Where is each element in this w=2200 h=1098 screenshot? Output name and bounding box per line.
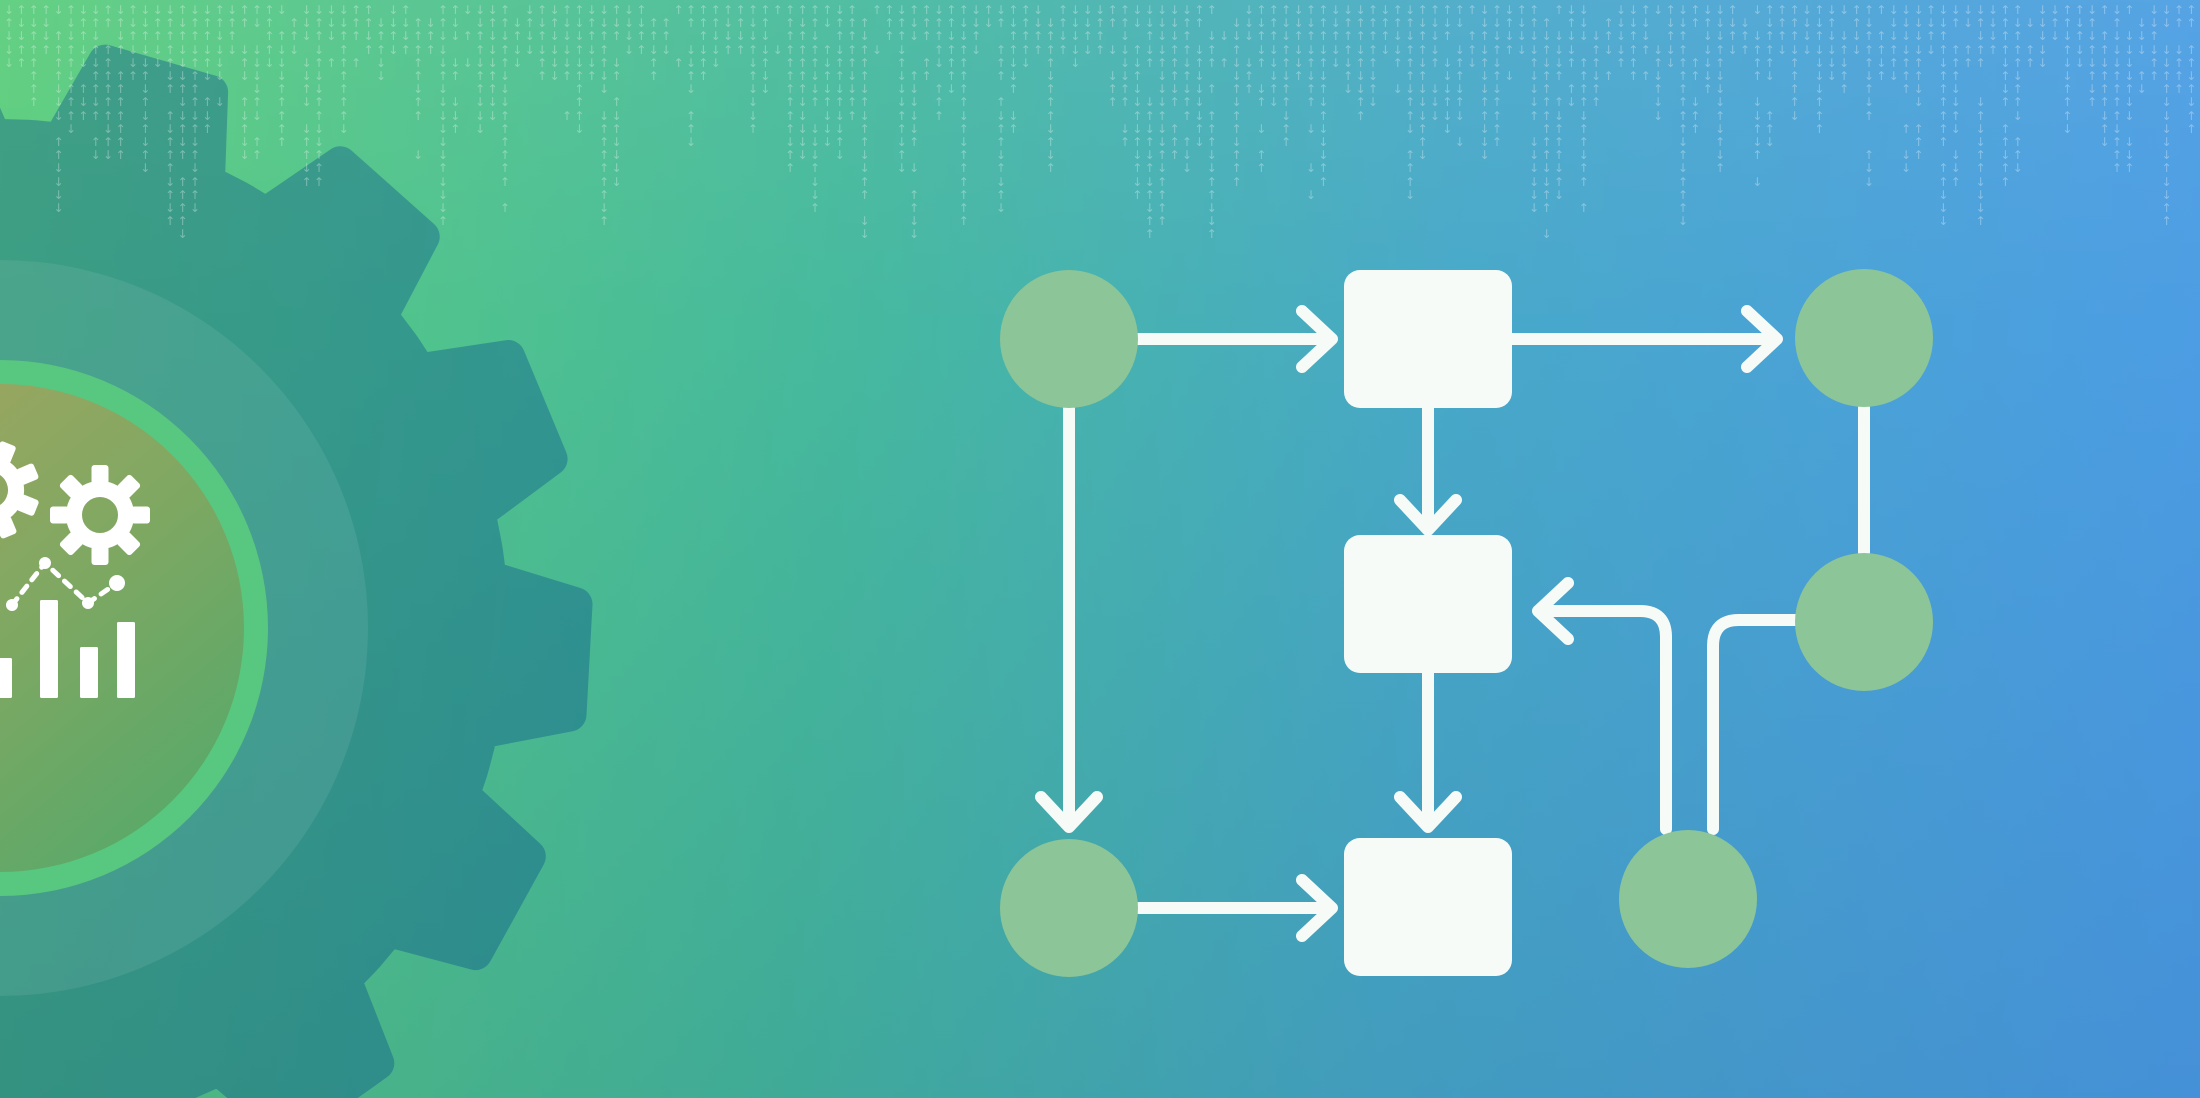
process-middle-node: [1344, 535, 1512, 673]
gear-tooth: [50, 506, 69, 524]
gear-tooth: [59, 474, 83, 498]
gear-tooth: [117, 532, 141, 556]
circle-mid-right-node: [1795, 553, 1933, 691]
gear-tooth: [0, 441, 16, 464]
gear-tooth: [117, 474, 141, 498]
gear-tooth: [91, 546, 109, 565]
start-circle-node: [1000, 270, 1138, 408]
circle-bottom-left-node: [1000, 839, 1138, 977]
gear-tooth: [59, 532, 83, 556]
trend-dot: [39, 557, 51, 569]
circle-top-right-node: [1795, 269, 1933, 407]
gear-ring: [0, 456, 24, 524]
gear-ring: [66, 481, 134, 549]
arrowhead-icon: [1394, 494, 1462, 536]
bar-chart-icon-bar: [80, 647, 98, 698]
flowchart-diagram: [1000, 269, 1933, 977]
connector-circle-mid-right-to-circle-bottom-right: [1707, 614, 1802, 835]
gear-emblem: [0, 44, 593, 1098]
connector-circle-bottom-right-to-process-middle: [1540, 605, 1672, 835]
arrowhead-icon: [1532, 577, 1574, 645]
arrowhead-icon: [1296, 874, 1338, 942]
bar-chart-icon-bar: [117, 622, 135, 698]
gear-tooth: [16, 463, 39, 485]
arrowhead-icon: [1035, 791, 1103, 833]
gear-tooth: [16, 494, 39, 516]
small-gear-icon-left: [0, 441, 39, 539]
trend-dot: [82, 597, 94, 609]
arrowhead-icon: [1394, 791, 1462, 833]
arrowhead-icon: [1296, 305, 1338, 373]
small-gear-icon-right: [50, 465, 150, 565]
trend-dot-large: [109, 575, 125, 591]
process-top-node: [1344, 270, 1512, 408]
gear-tooth: [0, 516, 17, 539]
trend-dot: [6, 599, 18, 611]
gear-tooth: [91, 465, 109, 484]
arrowhead-icon: [1741, 305, 1783, 373]
bar-chart-icon-bar: [40, 600, 58, 698]
gear-tooth: [131, 506, 150, 524]
bar-chart-icon-bar: [0, 658, 12, 698]
circle-bottom-right-node: [1619, 830, 1757, 968]
trend-line-icon: [9, 559, 120, 608]
process-bottom-node: [1344, 838, 1512, 976]
